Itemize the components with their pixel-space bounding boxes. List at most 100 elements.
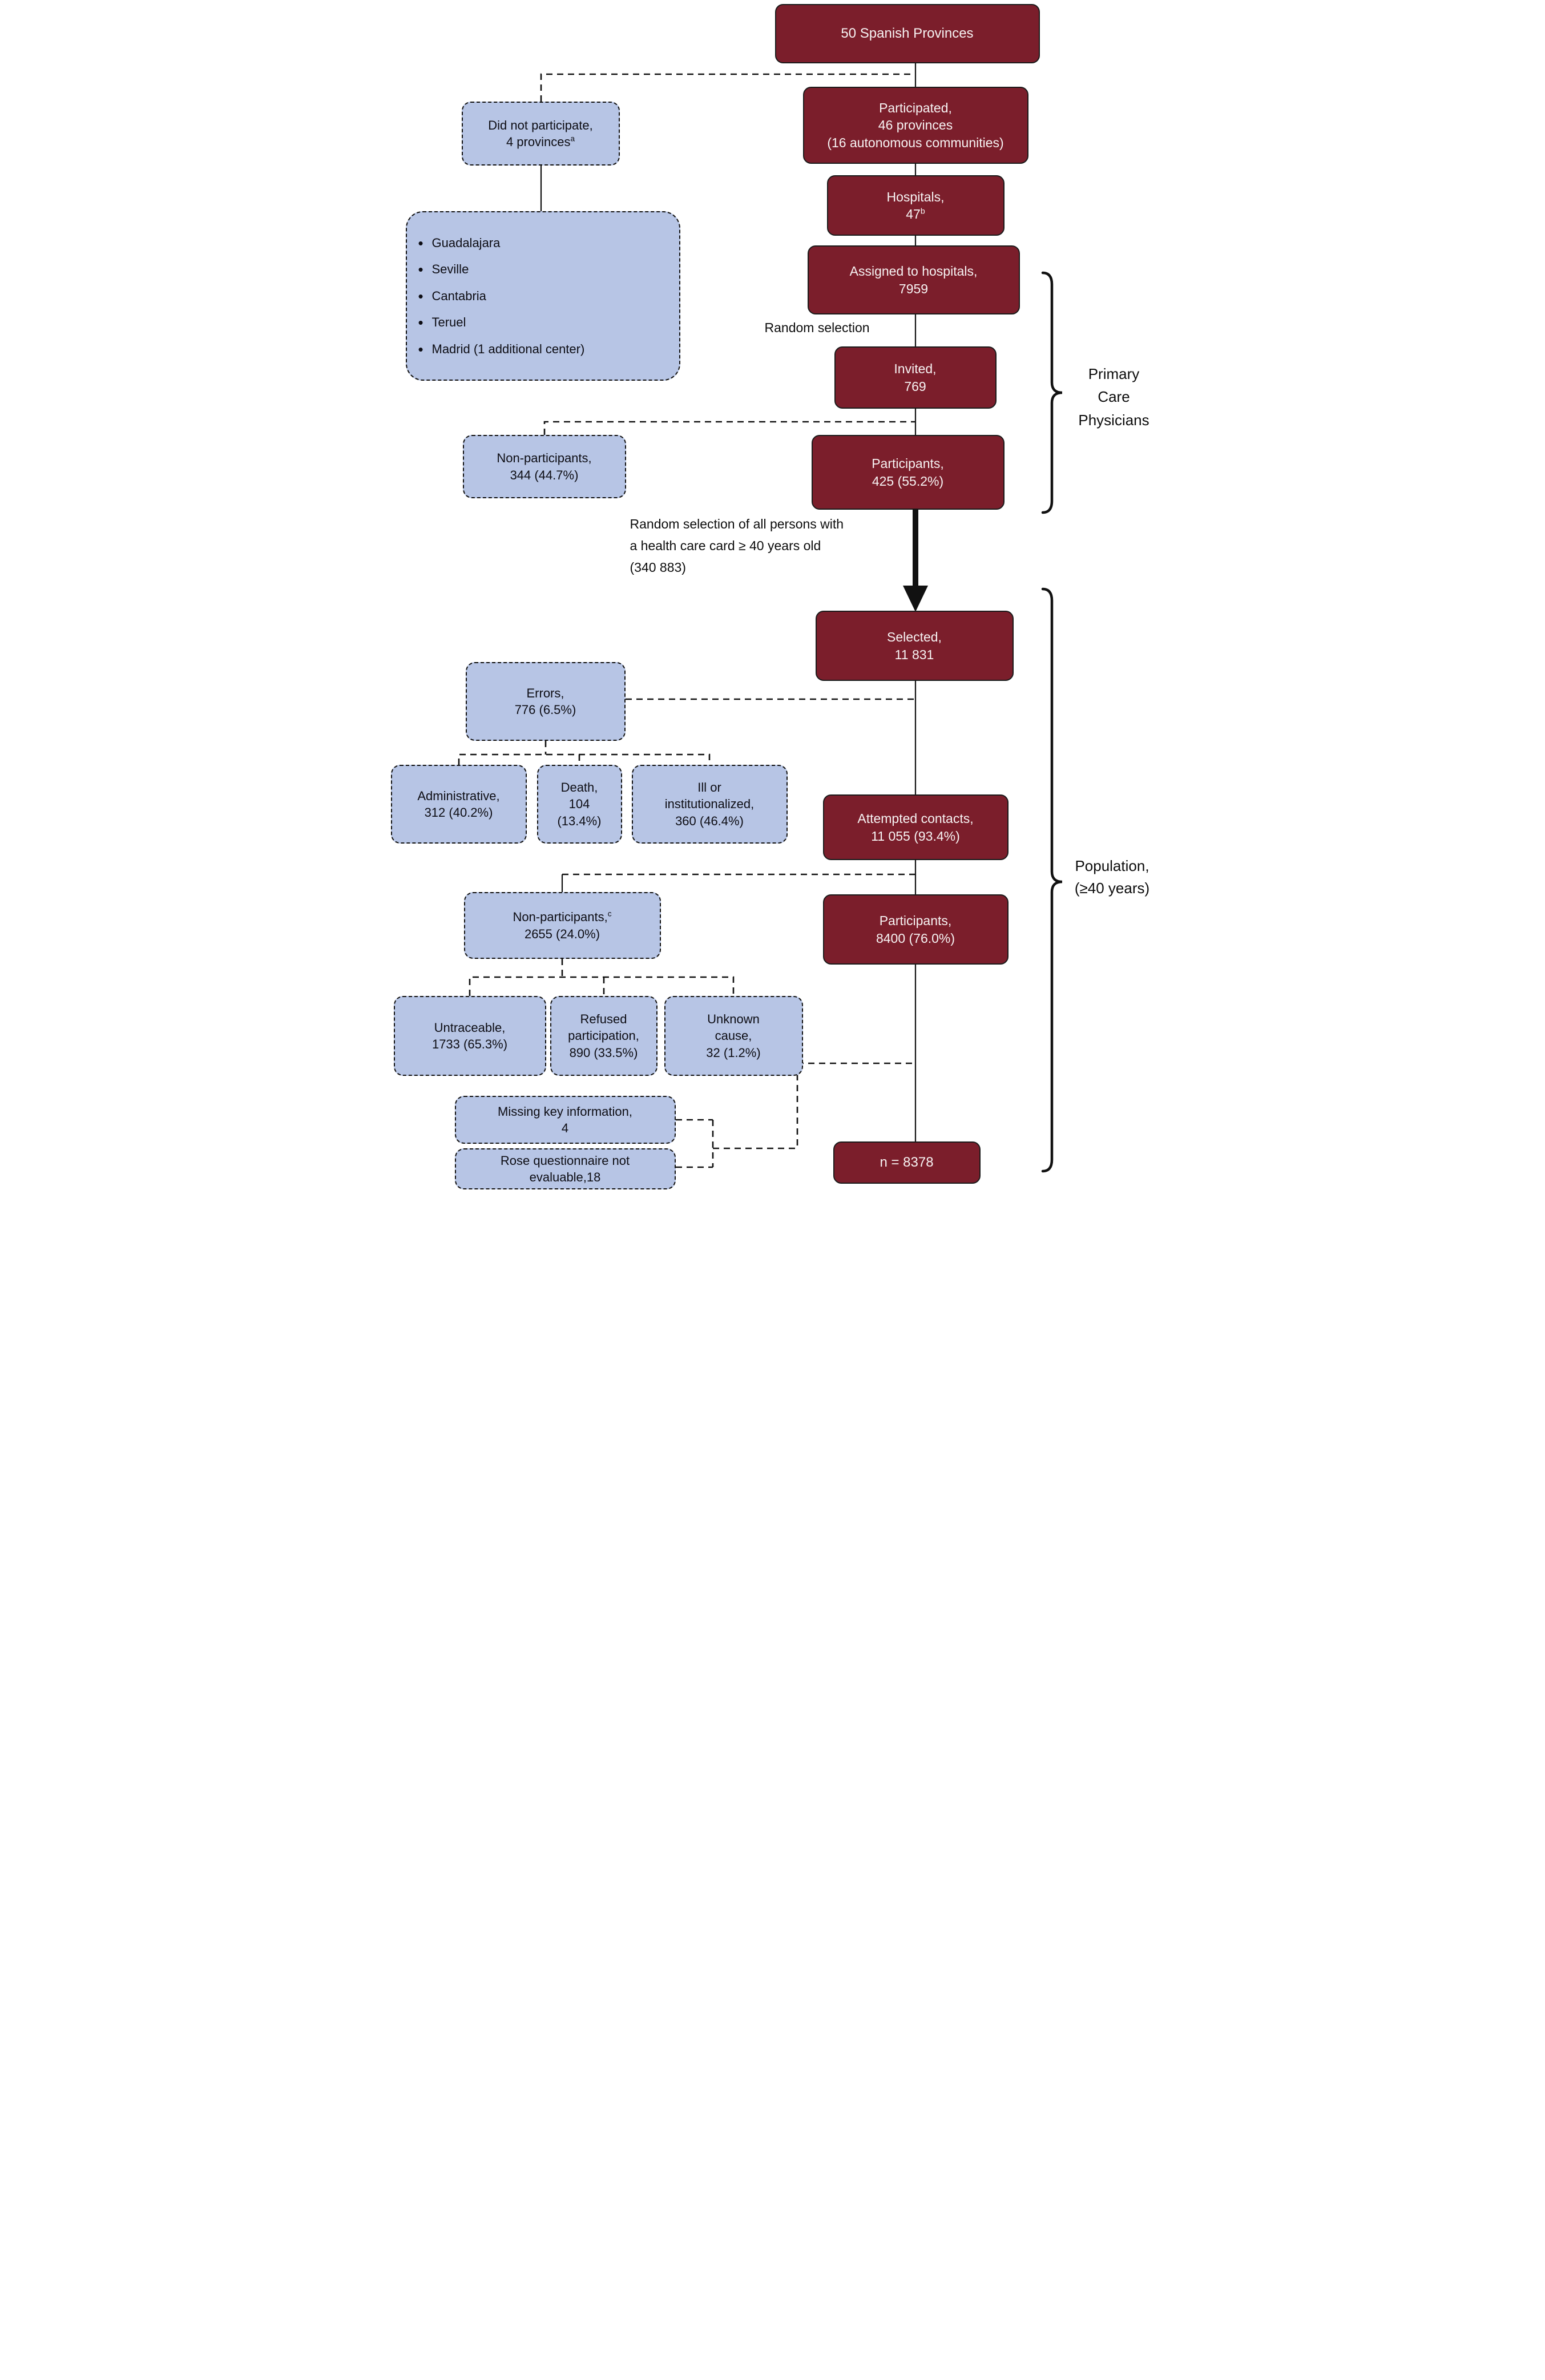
- note-line: (340 883): [630, 559, 686, 575]
- box-line: Death,: [560, 780, 598, 795]
- box-invited: Invited, 769: [834, 346, 997, 409]
- box-line: (16 autonomous communities): [827, 135, 1004, 150]
- random-selection-persons-note: Random selection of all persons with a h…: [630, 514, 898, 579]
- province-item: Guadalajara: [418, 234, 673, 252]
- box-line: 46 provinces: [878, 118, 953, 133]
- box-final-n: n = 8378: [833, 1141, 981, 1184]
- box-line: Rose questionnaire not: [500, 1153, 630, 1168]
- flow-diagram: 50 Spanish Provinces Participated, 46 pr…: [386, 0, 1159, 1190]
- box-line: 7959: [898, 281, 929, 296]
- note-line: a health care card ≥ 40 years old: [630, 538, 821, 553]
- box-label: n = 8378: [880, 1155, 934, 1171]
- box-line: 360 (46.4%): [675, 813, 744, 828]
- box-line: 11 831: [894, 647, 934, 662]
- box-line: institutionalized,: [664, 797, 755, 812]
- box-line: 1733 (65.3%): [431, 1037, 508, 1051]
- box-line: Attempted contacts,: [857, 811, 974, 826]
- box-line: 344 (44.7%): [510, 467, 579, 482]
- box-line: Invited,: [894, 361, 937, 377]
- bracket-label-line: Population,: [1075, 857, 1149, 874]
- box-line: Participated,: [879, 100, 952, 115]
- population-label: Population, (≥40 years): [1066, 855, 1159, 899]
- population-brace: [1041, 587, 1062, 1173]
- box-pcp-participants: Participants, 425 (55.2%): [811, 435, 1005, 510]
- box-line: 8400 (76.0%): [876, 930, 955, 946]
- box-line: Assigned to hospitals,: [849, 264, 978, 279]
- box-line: Hospitals,: [886, 189, 945, 204]
- box-50-spanish-provinces: 50 Spanish Provinces: [774, 4, 1040, 63]
- bracket-label-line: Physicians: [1078, 411, 1149, 429]
- box-line: Participants,: [872, 456, 944, 471]
- province-item: Seville: [418, 260, 673, 279]
- box-line: Administrative,: [417, 788, 500, 803]
- box-label: 50 Spanish Provinces: [841, 26, 974, 42]
- box-attempted-contacts: Attempted contacts, 11 055 (93.4%): [822, 794, 1009, 860]
- box-line: Missing key information,: [498, 1104, 632, 1119]
- box-administrative-errors: Administrative, 312 (40.2%): [390, 765, 527, 844]
- box-line: evaluable,18: [529, 1170, 601, 1184]
- primary-care-brace: [1041, 271, 1062, 514]
- box-province-list: Guadalajara Seville Cantabria Teruel Mad…: [405, 211, 680, 381]
- box-line: 2655 (24.0%): [524, 926, 600, 941]
- box-line: Ill or: [697, 780, 721, 795]
- box-value: 4 provinces: [506, 135, 571, 149]
- box-line: 769: [904, 378, 926, 394]
- box-line: 312 (40.2%): [424, 805, 493, 820]
- box-line: 32 (1.2%): [706, 1045, 761, 1060]
- bracket-label-line: (≥40 years): [1074, 880, 1150, 897]
- box-line: 425 (55.2%): [872, 473, 944, 489]
- bracket-label-line: Primary: [1088, 365, 1140, 382]
- box-missing-key-information: Missing key information, 4: [454, 1096, 676, 1144]
- box-hospitals: Hospitals, 47b: [826, 175, 1005, 236]
- bracket-label-line: Care: [1098, 388, 1130, 406]
- box-rose-questionnaire: Rose questionnaire not evaluable,18: [454, 1148, 676, 1189]
- province-item: Madrid (1 additional center): [418, 340, 673, 358]
- box-did-not-participate: Did not participate, 4 provincesa: [461, 102, 620, 166]
- box-assigned-to-hospitals: Assigned to hospitals, 7959: [807, 245, 1020, 314]
- box-line: (13.4%): [557, 813, 602, 828]
- box-refused-participation: Refused participation, 890 (33.5%): [550, 996, 657, 1076]
- box-errors: Errors, 776 (6.5%): [465, 662, 626, 741]
- box-line: 4 provincesa: [506, 134, 575, 150]
- box-selected: Selected, 11 831: [815, 611, 1014, 681]
- footnote-marker-b: b: [920, 207, 925, 216]
- box-line: Non-participants,: [497, 451, 592, 466]
- box-population-nonparticipants: Non-participants,c 2655 (24.0%): [463, 892, 661, 959]
- box-line: Refused: [580, 1012, 627, 1027]
- box-participated-provinces: Participated, 46 provinces (16 autonomou…: [802, 87, 1028, 164]
- box-untraceable: Untraceable, 1733 (65.3%): [393, 996, 546, 1076]
- box-line: cause,: [715, 1028, 752, 1043]
- province-item: Cantabria: [418, 287, 673, 305]
- braces: [1041, 271, 1062, 1173]
- box-death-errors: Death, 104 (13.4%): [536, 765, 622, 844]
- box-unknown-cause: Unknown cause, 32 (1.2%): [664, 996, 803, 1076]
- box-line: Participants,: [879, 913, 952, 929]
- box-value: Non-participants,: [513, 910, 608, 925]
- note-line: Random selection of all persons with: [630, 517, 844, 531]
- box-line: Unknown: [707, 1012, 760, 1027]
- box-line: 11 055 (93.4%): [871, 828, 960, 844]
- box-pcp-nonparticipants: Non-participants, 344 (44.7%): [462, 435, 626, 498]
- footnote-marker-c: c: [607, 910, 612, 919]
- box-line: 890 (33.5%): [569, 1045, 638, 1060]
- box-line: Did not participate,: [488, 118, 593, 132]
- box-line: 776 (6.5%): [514, 703, 576, 717]
- box-ill-institutionalized: Ill or institutionalized, 360 (46.4%): [631, 765, 788, 844]
- box-line: 104: [568, 797, 590, 812]
- dashed-connectors: [458, 73, 915, 1168]
- footnote-marker-a: a: [570, 134, 575, 143]
- province-item: Teruel: [418, 313, 673, 332]
- box-line: Untraceable,: [434, 1020, 506, 1035]
- primary-care-physicians-label: Primary Care Physicians: [1069, 362, 1159, 431]
- connector-lines: [458, 63, 1062, 1173]
- box-value: 47: [906, 207, 921, 221]
- box-line: participation,: [568, 1028, 639, 1043]
- box-line: Non-participants,c: [513, 909, 611, 925]
- big-arrow: [902, 510, 928, 612]
- box-line: 4: [561, 1121, 569, 1135]
- box-line: 47b: [906, 205, 925, 223]
- random-selection-label: Random selection: [764, 320, 870, 335]
- box-line: Errors,: [526, 685, 564, 700]
- box-population-participants: Participants, 8400 (76.0%): [822, 894, 1009, 965]
- box-line: Selected,: [887, 630, 942, 645]
